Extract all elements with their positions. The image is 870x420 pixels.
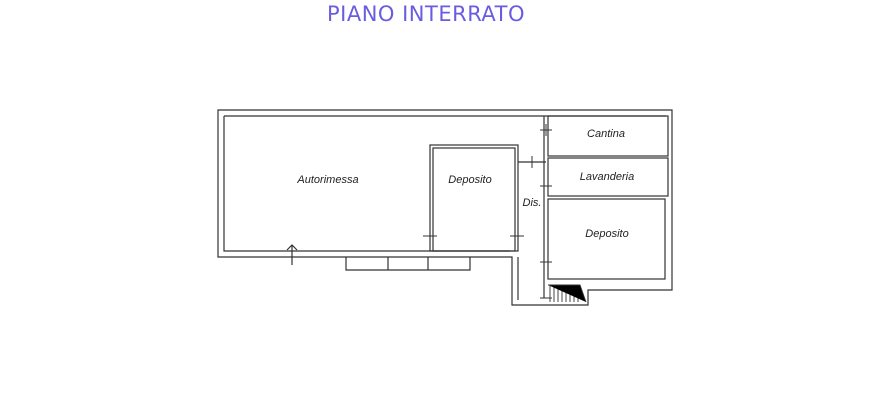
room-label-autorimessa: Autorimessa <box>296 174 358 186</box>
floor-title: PIANO INTERRATO <box>326 2 526 26</box>
wall-lavanderia <box>547 157 669 197</box>
outer-wall <box>217 109 673 306</box>
room-label-lavanderia: Lavanderia <box>580 171 634 183</box>
room-label-deposito: Deposito <box>448 174 491 186</box>
room-label-disimpegno: Dis. <box>523 197 542 209</box>
wall-deposito <box>429 144 519 252</box>
room-label-deposito-2: Deposito <box>585 228 628 240</box>
room-label-cantina: Cantina <box>587 128 625 140</box>
wall-cantina <box>547 115 669 157</box>
wall-deposito-2 <box>547 198 666 280</box>
